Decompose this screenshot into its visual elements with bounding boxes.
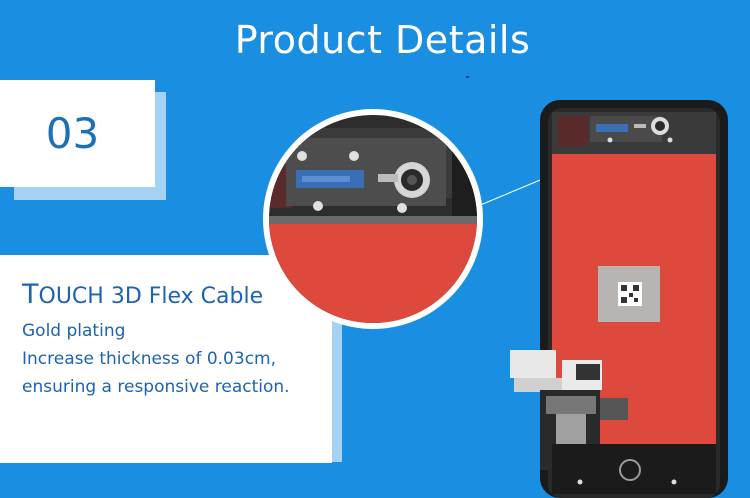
page-title: Product Details <box>234 18 531 62</box>
feature-line-1: Gold plating <box>22 321 126 341</box>
feature-title-rest: OUCH 3D Flex Cable <box>38 284 264 309</box>
feature-title-initial: T <box>22 279 39 310</box>
step-number: 03 <box>45 109 100 158</box>
feature-card: TOUCH 3D Flex Cable Gold plating Increas… <box>0 255 332 463</box>
decorative-dot <box>466 76 469 78</box>
home-button-icon <box>619 459 641 481</box>
feature-line-2: Increase thickness of 0.03cm, <box>22 349 277 369</box>
flex-cable-icon <box>596 124 628 132</box>
screen-detail <box>269 224 477 323</box>
zoom-detail-circle <box>263 109 483 329</box>
feature-line-3: ensuring a responsive reaction. <box>22 377 290 397</box>
step-badge: 03 <box>0 80 155 187</box>
flex-cable-left <box>510 350 556 378</box>
phone-lcd-assembly <box>510 100 728 498</box>
feature-title: TOUCH 3D Flex Cable <box>22 279 263 310</box>
